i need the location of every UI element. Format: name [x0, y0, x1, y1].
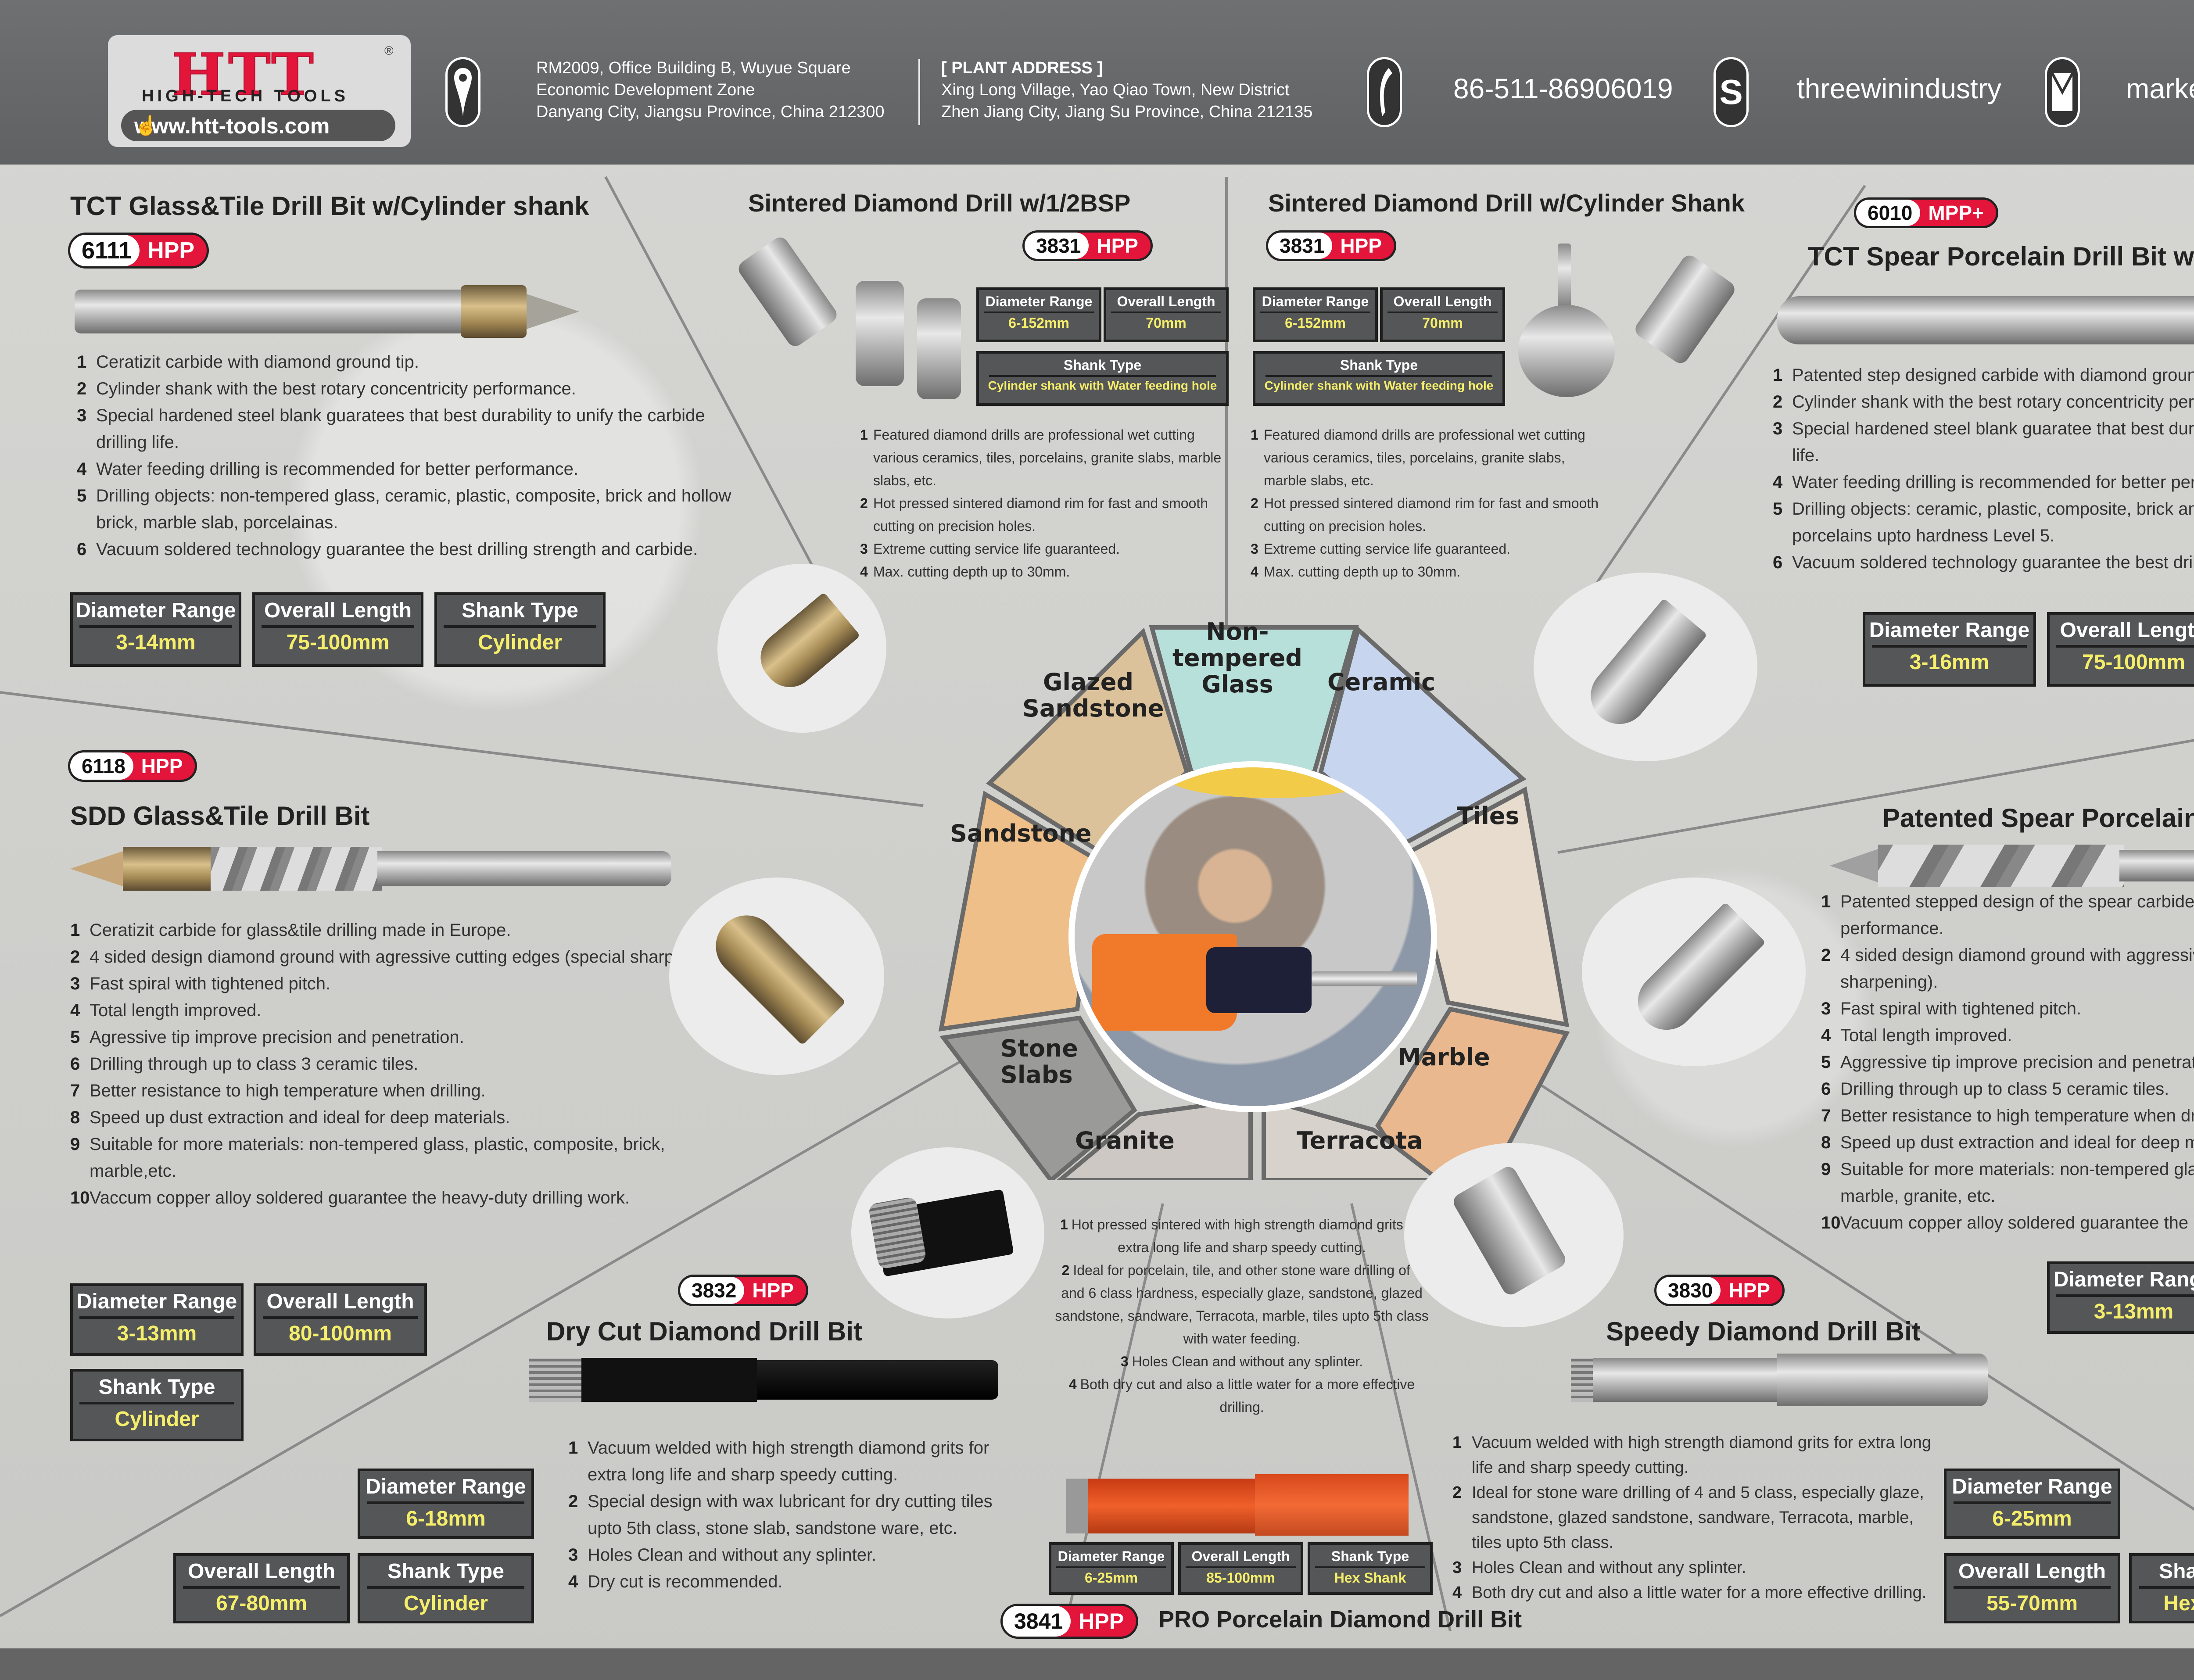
product-badge-6111: 6111 HPP	[68, 233, 209, 269]
product-code: 6111	[70, 235, 140, 266]
worker-drilling-photo	[1068, 761, 1437, 1112]
office-address: RM2009, Office Building B, Wuyue Square …	[536, 59, 885, 121]
logo-brand: HTT	[171, 41, 316, 108]
materials-wheel	[938, 625, 1570, 1180]
tip-closeup-3830	[1404, 1143, 1624, 1327]
product-title-3832: Dry Cut Diamond Drill Bit	[546, 1317, 863, 1346]
header-bar: HTT ® HIGH-TECH TOOLS www.htt-tools.com …	[0, 0, 2194, 165]
material-terracota: Terracota	[1297, 1127, 1423, 1154]
website-link[interactable]: www.htt-tools.com ☝	[121, 110, 395, 141]
envelope-icon	[2045, 57, 2080, 127]
drill-bit-image-6010	[1777, 290, 2194, 351]
product-badge-3830: 3830 HPP	[1654, 1275, 1785, 1306]
material-tiles: Tiles	[1457, 802, 1520, 830]
footer-bar	[0, 1648, 2194, 1680]
drill-bit-image-6111	[75, 285, 579, 338]
address-divider	[918, 59, 920, 125]
tip-closeup-6010	[1534, 573, 1757, 761]
drill-bit-image-6118	[70, 845, 671, 893]
material-ceramic: Ceramic	[1327, 668, 1436, 696]
product-badge-3831-bsp: 3831 HPP	[1022, 230, 1153, 261]
location-pin-icon	[445, 57, 480, 127]
drill-bit-image-3831-cyl	[1505, 244, 1751, 397]
product-title-3830: Speedy Diamond Drill Bit	[1606, 1317, 1921, 1346]
material-sandstone: Sandstone	[950, 820, 1092, 847]
product-title-6111: TCT Glass&Tile Drill Bit w/Cylinder shan…	[70, 191, 589, 221]
drill-bit-image-6117	[1830, 845, 2194, 888]
product-title-3841: PRO Porcelain Diamond Drill Bit	[1158, 1606, 1522, 1633]
tip-closeup-3832	[851, 1147, 1044, 1318]
product-badge-3831-cyl: 3831 HPP	[1266, 230, 1396, 261]
material-granite: Granite	[1075, 1127, 1175, 1154]
tip-closeup-6117	[1582, 878, 1806, 1066]
drill-bit-image-3841	[1066, 1474, 1409, 1536]
logo[interactable]: HTT ® HIGH-TECH TOOLS www.htt-tools.com …	[108, 35, 411, 147]
product-title-6118: SDD Glass&Tile Drill Bit	[70, 801, 370, 831]
product-badge-3841: 3841 HPP	[1000, 1604, 1139, 1639]
plant-address: [ PLANT ADDRESS ] Xing Long Village, Yao…	[941, 59, 1313, 121]
product-badge-6118: 6118 HPP	[68, 750, 197, 782]
product-title-6117: Patented Spear Porcelain&Stone Drill Bit	[1882, 803, 2194, 833]
tip-closeup-6111	[717, 564, 886, 733]
material-nontempered-glass: Non-tempered Glass	[1172, 618, 1302, 698]
skype-id[interactable]: threewinindustry	[1797, 73, 2001, 104]
drill-bit-image-3830	[1571, 1354, 1988, 1406]
phone-number[interactable]: 86-511-86906019	[1453, 73, 1673, 104]
registered-mark: ®	[384, 44, 394, 57]
material-marble: Marble	[1398, 1043, 1490, 1071]
tip-closeup-6118	[669, 878, 884, 1075]
hand-pointer-icon: ☝	[134, 115, 158, 136]
material-glazed-sandstone: Glazed Sandstone	[1022, 668, 1164, 722]
product-tier: HPP	[147, 238, 195, 263]
product-title-3831-bsp: Sintered Diamond Drill w/1/2BSP	[748, 189, 1131, 217]
drill-bit-image-3831-bsp	[728, 211, 1009, 399]
product-badge-3832: 3832 HPP	[678, 1275, 808, 1306]
website-url: www.htt-tools.com	[134, 114, 330, 138]
skype-icon: S	[1714, 57, 1749, 127]
product-badge-6010: 6010 MPP+	[1854, 197, 1998, 228]
product-title-3831-cyl: Sintered Diamond Drill w/Cylinder Shank	[1268, 189, 1745, 217]
email-address[interactable]: market@htt-tools.com	[2126, 73, 2194, 104]
drill-bit-image-3832	[529, 1358, 998, 1402]
material-stone-slabs: Stone Slabs	[1000, 1035, 1078, 1089]
product-title-6010: TCT Spear Porcelain Drill Bit w/Cylinder…	[1808, 242, 2194, 271]
logo-tagline: HIGH-TECH TOOLS	[142, 87, 349, 105]
phone-icon	[1367, 57, 1402, 127]
